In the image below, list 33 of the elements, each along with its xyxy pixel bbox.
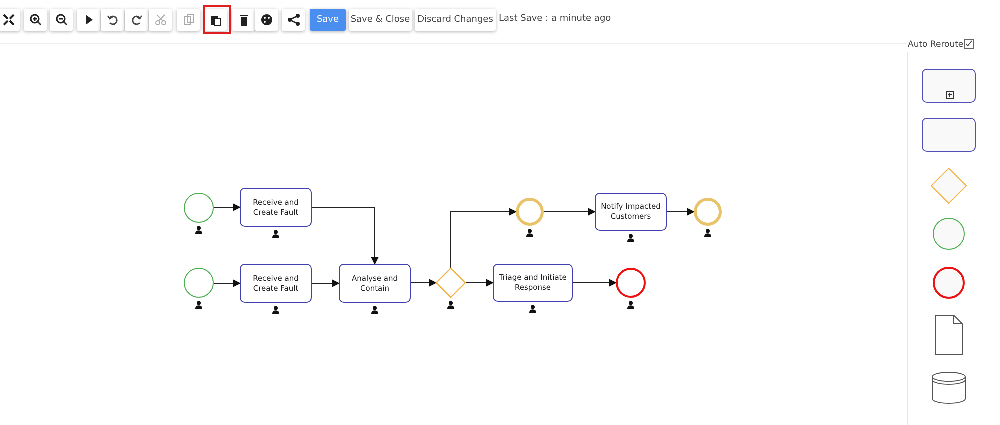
arrow xyxy=(214,280,241,288)
gateway-diamond xyxy=(931,168,967,204)
task-box xyxy=(240,264,312,303)
event-circle xyxy=(184,193,214,223)
arrow xyxy=(450,208,517,268)
task-box xyxy=(922,69,976,103)
arrow xyxy=(572,279,617,287)
arrow xyxy=(666,208,695,216)
auto-reroute-label: Auto Reroute xyxy=(908,40,964,50)
event-circle xyxy=(933,218,965,250)
task-box xyxy=(240,188,312,227)
event-circle xyxy=(616,268,646,298)
discard-changes-button: Discard Changes xyxy=(415,9,496,31)
task-box xyxy=(493,264,573,302)
arrow xyxy=(312,207,379,265)
arrow xyxy=(312,280,340,288)
arrow xyxy=(214,204,241,212)
data-store-cylinder xyxy=(932,372,966,404)
save-button: Save xyxy=(310,9,346,31)
event-circle xyxy=(516,198,544,226)
event-circle xyxy=(184,268,214,298)
gateway-diamond xyxy=(436,268,466,298)
event-circle xyxy=(694,198,722,226)
arrow xyxy=(466,279,494,287)
arrow xyxy=(544,208,596,216)
save-and-close-button: Save & Close xyxy=(349,9,412,31)
task-box xyxy=(339,264,411,303)
document-shape xyxy=(935,315,963,355)
task-box xyxy=(595,193,667,231)
arrow xyxy=(410,279,437,287)
task-box xyxy=(922,118,976,152)
last-save-status: Last Save : a minute ago xyxy=(499,14,612,24)
event-circle xyxy=(933,267,965,299)
